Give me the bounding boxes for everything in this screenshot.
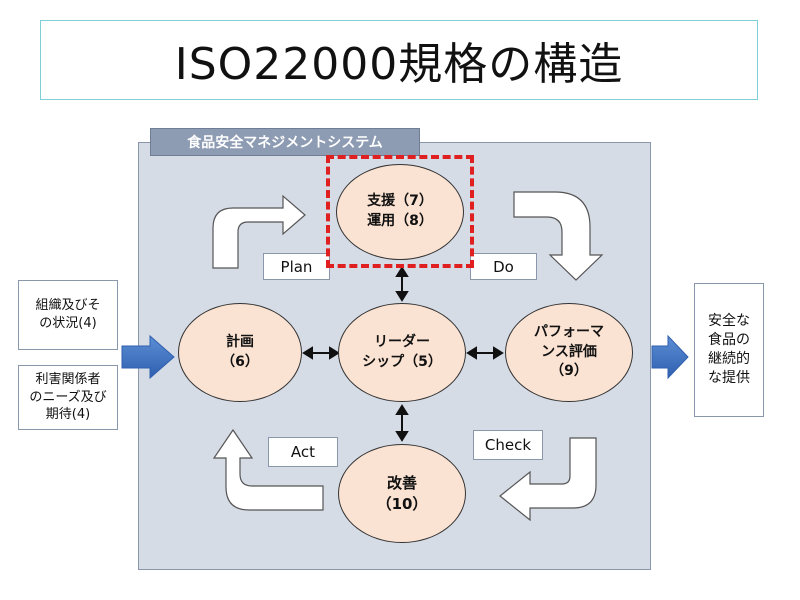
management-system-label-text: 食品安全マネジメントシステム xyxy=(187,135,383,151)
support-operation-text: 支援（7） 運用（8） xyxy=(367,193,433,229)
improvement-text: 改善 （10） xyxy=(376,473,428,513)
improvement-node: 改善 （10） xyxy=(338,444,466,543)
output-box: 安全な 食品の 継続的 な提供 xyxy=(694,283,764,417)
leadership-node: リーダー シップ（5） xyxy=(338,303,466,402)
do-label-text: Do xyxy=(493,257,514,276)
check-label: Check xyxy=(473,430,543,460)
input-context-box: 組織及びそ の状況(4) xyxy=(18,280,118,350)
support-operation-highlight xyxy=(326,155,474,268)
planning-node: 計画 （6） xyxy=(178,303,302,402)
output-text: 安全な 食品の 継続的 な提供 xyxy=(708,313,750,386)
check-curved-arrow-icon xyxy=(499,437,597,522)
check-label-text: Check xyxy=(484,436,532,454)
leadership-text: リーダー シップ（5） xyxy=(362,333,442,370)
input-arrow-icon xyxy=(121,334,175,380)
planning-text: 計画 （6） xyxy=(221,333,259,370)
act-label-text: Act xyxy=(290,443,316,461)
performance-evaluation-node: パフォーマ ンス評価 （9） xyxy=(505,303,633,402)
output-arrow-icon xyxy=(651,334,689,380)
plan-label: Plan xyxy=(263,253,330,280)
performance-evaluation-text: パフォーマ ンス評価 （9） xyxy=(534,324,604,380)
input-stakeholders-box: 利害関係者 のニーズ及び 期待(4) xyxy=(18,365,118,430)
act-label: Act xyxy=(268,437,338,467)
connector-arrows xyxy=(302,266,504,442)
connector-up-icon xyxy=(395,266,409,277)
page-title: ISO22000規格の構造 xyxy=(174,39,624,90)
plan-curved-arrow-icon xyxy=(212,194,306,269)
do-label: Do xyxy=(470,253,537,280)
management-system-label: 食品安全マネジメントシステム xyxy=(150,128,420,156)
act-curved-arrow-icon xyxy=(212,428,324,511)
connector-down-icon xyxy=(395,291,409,302)
do-curved-arrow-icon xyxy=(513,191,604,281)
support-operation-node: 支援（7） 運用（8） xyxy=(336,164,464,260)
title-box: ISO22000規格の構造 xyxy=(40,20,758,100)
plan-label-text: Plan xyxy=(280,257,313,276)
input-context-text: 組織及びそ の状況(4) xyxy=(35,298,101,331)
input-stakeholders-text: 利害関係者 のニーズ及び 期待(4) xyxy=(29,372,107,423)
